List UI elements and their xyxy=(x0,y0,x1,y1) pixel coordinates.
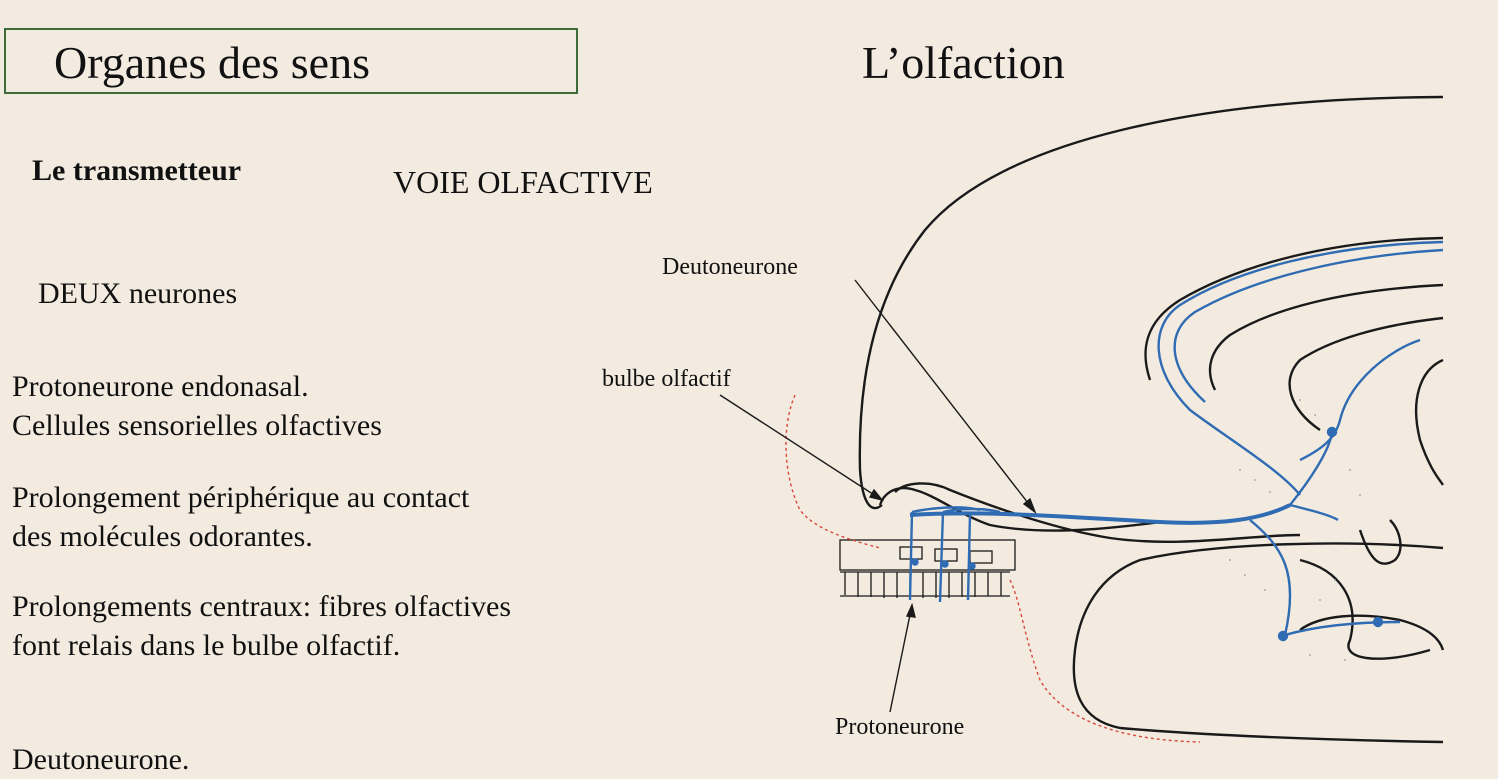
subheading: DEUX neurones xyxy=(38,277,238,310)
relay-neuron xyxy=(1326,426,1338,438)
paragraph-central: Prolongements centraux: fibres olfactive… xyxy=(12,587,511,665)
pathway-branch-temporal xyxy=(1284,620,1401,637)
receptor-cell xyxy=(911,558,919,566)
boundary-left xyxy=(785,394,881,549)
arrow-deutoneurone-line xyxy=(854,279,1036,513)
section-heading: VOIE OLFACTIVE xyxy=(393,164,653,200)
plate-cell xyxy=(969,550,993,564)
paragraph-deutoneurone: Deutoneurone. xyxy=(12,740,189,779)
paragraph-line: Prolongements centraux: fibres olfactive… xyxy=(12,590,512,623)
cingulate-pathway-inner xyxy=(1173,248,1444,403)
arrow-protoneurone-line xyxy=(889,604,913,713)
paragraph-line: font relais dans le bulbe olfactif. xyxy=(12,629,401,662)
slide-title: Organes des sens xyxy=(54,37,370,88)
protoneuron-fibers xyxy=(908,506,1001,603)
temporal-inner-contour xyxy=(1299,558,1431,660)
boundary-dashed-lines xyxy=(785,394,1201,743)
paragraph-line: Protoneurone endonasal. xyxy=(12,370,309,403)
annotation-arrows xyxy=(719,279,1037,713)
relay-neuron xyxy=(1277,630,1289,642)
brain-outer-contour xyxy=(858,95,1444,510)
arrow-bulbe-line xyxy=(719,394,883,501)
arrow-bulbe-head xyxy=(868,488,884,502)
paragraph-protoneurone: Protoneurone endonasal. Cellules sensori… xyxy=(12,367,382,445)
label-protoneurone: Protoneurone xyxy=(835,714,965,740)
slide-topic: L’olfaction xyxy=(862,37,1065,88)
paragraph-line: Prolongement périphérique au contact xyxy=(12,481,470,514)
paragraph-peripheral: Prolongement périphérique au contact des… xyxy=(12,478,469,556)
inner-contour-1 xyxy=(1144,236,1444,381)
pathway-branch-inner xyxy=(1299,338,1421,462)
pathway-branch-lower xyxy=(1249,519,1292,636)
olfactory-tract xyxy=(909,503,1291,525)
stipple-texture xyxy=(1229,399,1361,661)
paragraph-line: Cellules sensorielles olfactives xyxy=(12,409,382,442)
cingulate-pathway xyxy=(1157,240,1444,496)
olfactory-pathway xyxy=(908,240,1444,642)
receptor-cell xyxy=(941,560,949,568)
label-bulbe-olfactif: bulbe olfactif xyxy=(602,366,731,392)
epithelium-lines xyxy=(840,571,1010,598)
relay-neuron xyxy=(1372,616,1384,628)
pathway-branch-medial xyxy=(1289,503,1339,522)
arrow-deutoneurone-head xyxy=(1022,497,1037,514)
amygdala-contour xyxy=(1299,614,1445,651)
inner-contour-2 xyxy=(1208,283,1444,391)
temporal-contour xyxy=(1072,542,1444,744)
plate-top-band xyxy=(839,539,1016,571)
gyrus-contour xyxy=(1415,358,1445,486)
arrow-protoneurone-head xyxy=(905,602,916,618)
bulb-contour xyxy=(878,486,1161,532)
plate-cell xyxy=(934,548,958,562)
frontal-base-contour xyxy=(894,482,1301,543)
paragraph-line: Deutoneurone. xyxy=(12,743,190,776)
hook-contour xyxy=(1358,519,1402,565)
boundary-right xyxy=(1009,579,1201,743)
paragraph-line: des molécules odorantes. xyxy=(12,520,313,553)
label-deutoneurone: Deutoneurone xyxy=(662,254,798,280)
brain-outline xyxy=(858,95,1445,744)
title-box: Organes des sens xyxy=(4,28,578,94)
section-label: Le transmetteur xyxy=(32,154,242,187)
receptor-cell xyxy=(968,562,976,570)
cribriform-plate xyxy=(839,539,1016,598)
inner-contour-3 xyxy=(1288,316,1444,431)
